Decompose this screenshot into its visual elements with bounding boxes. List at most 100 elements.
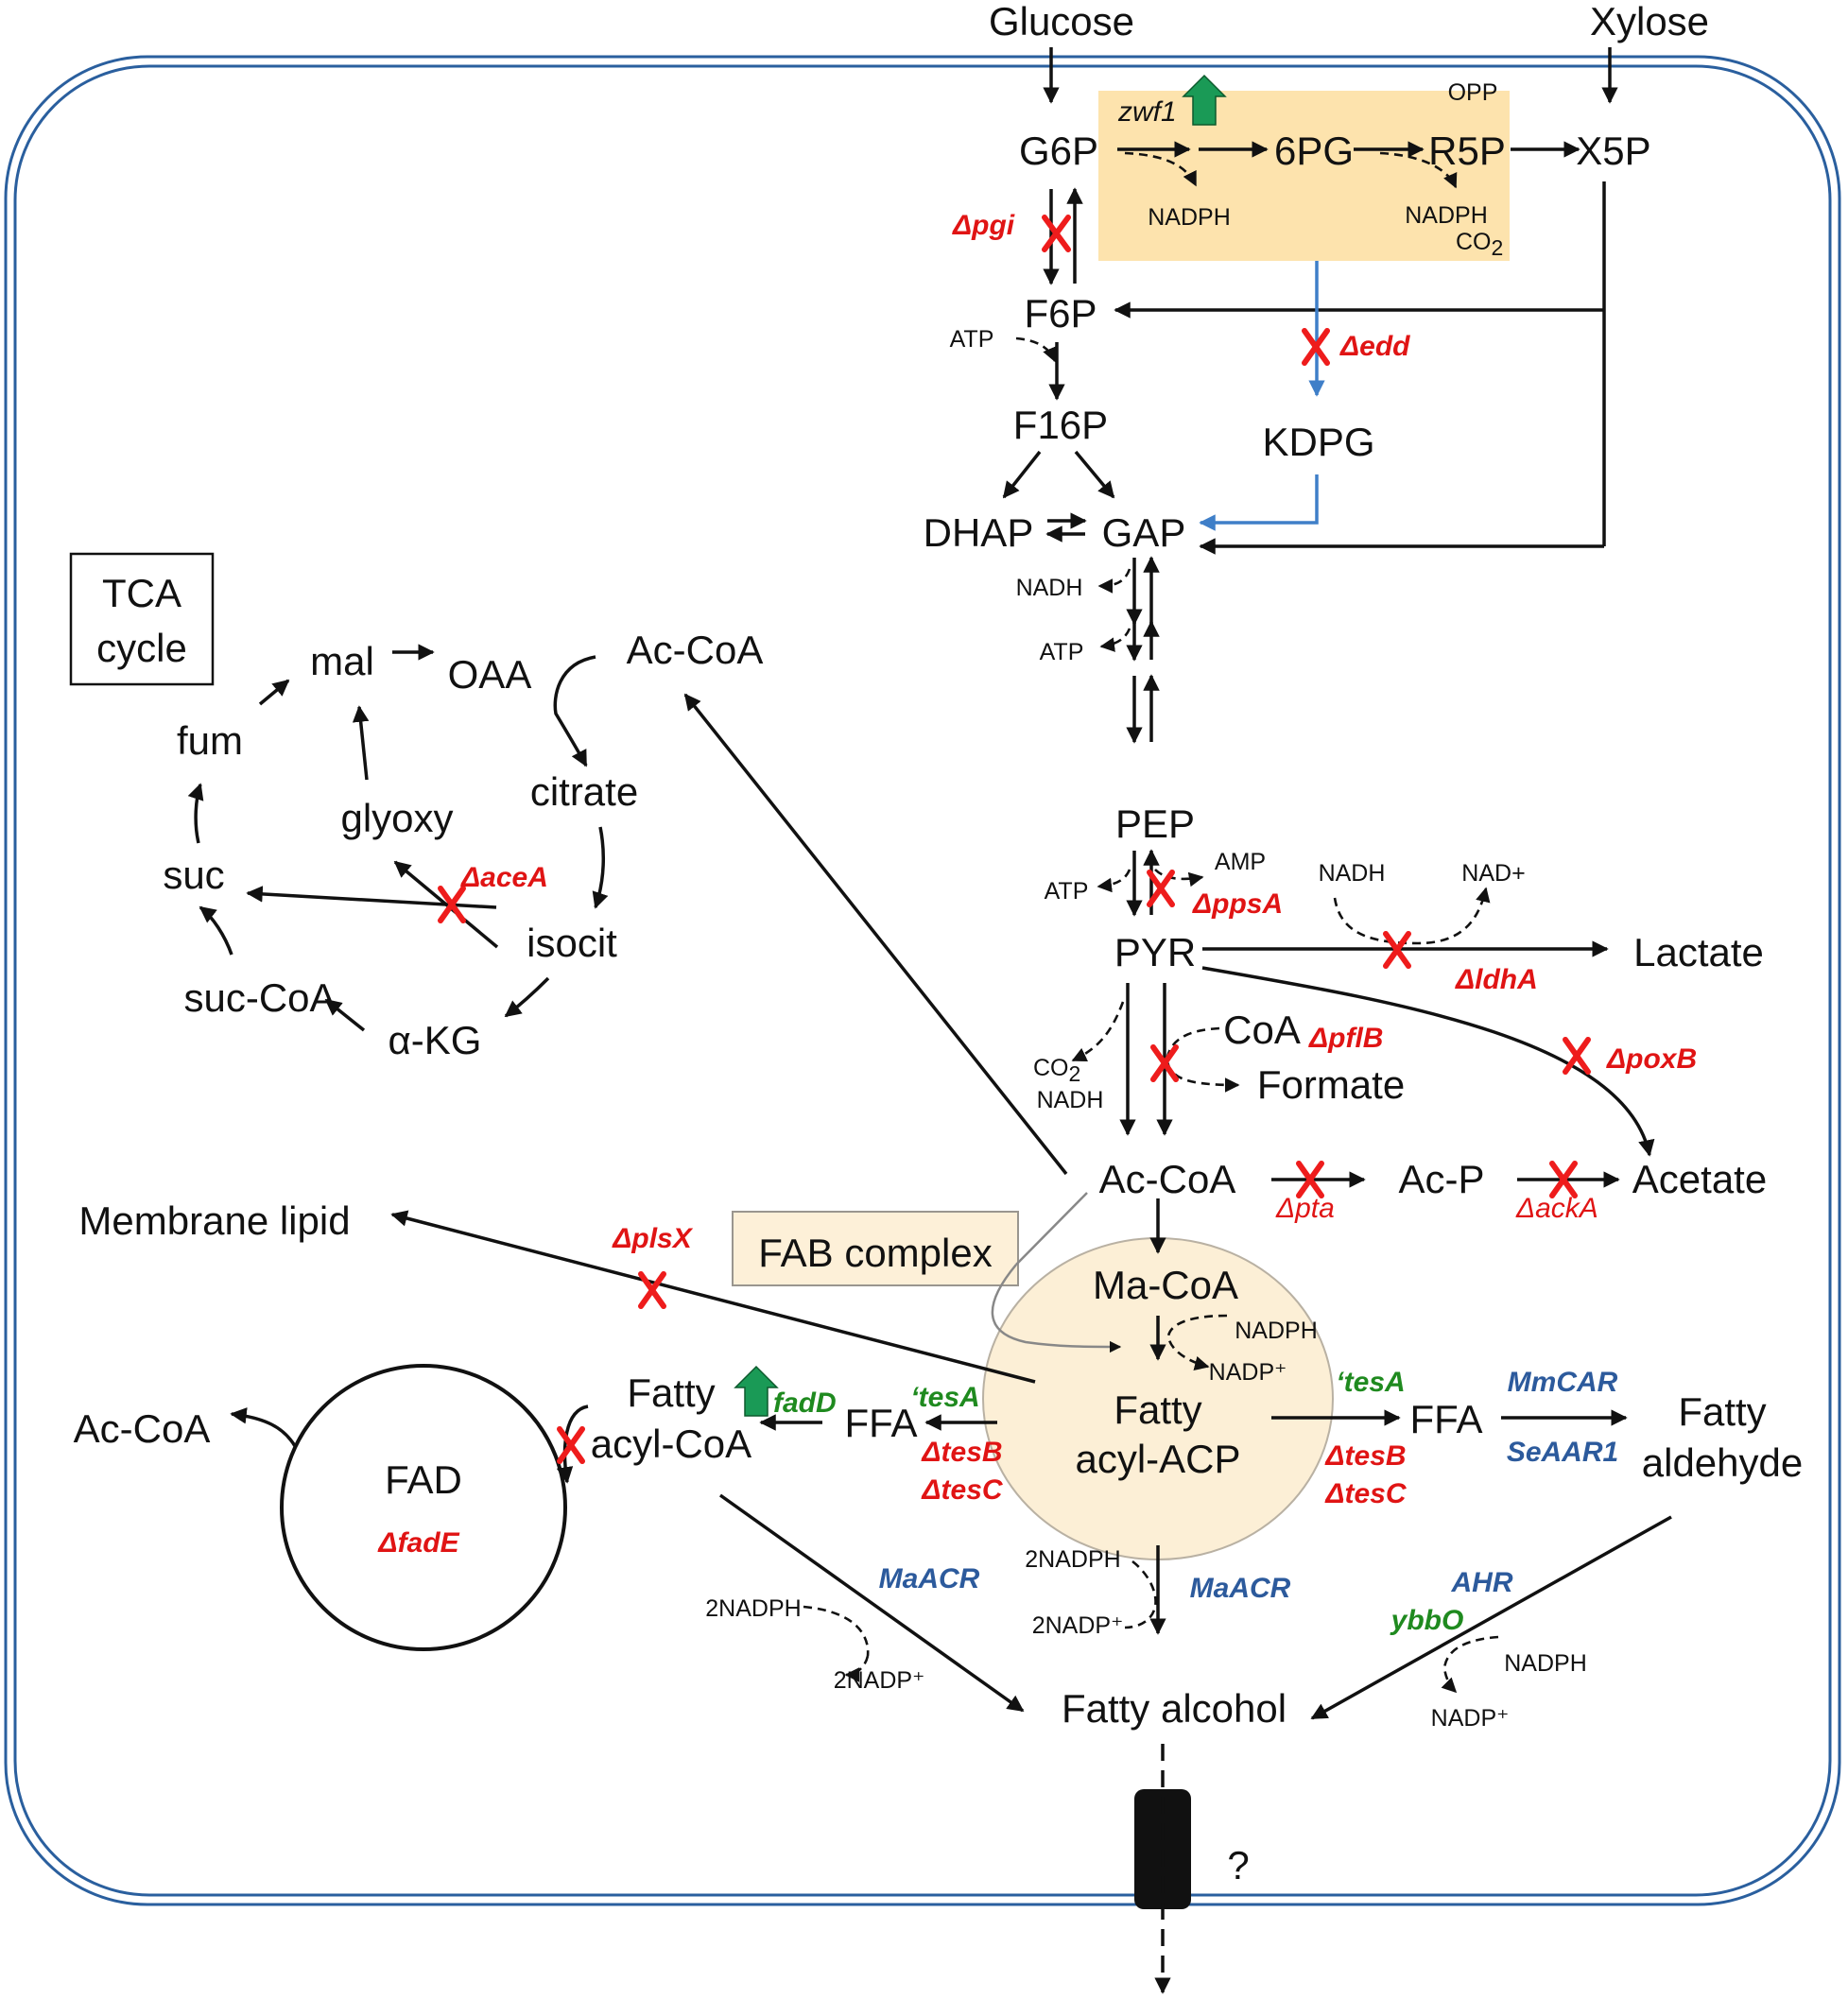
fatty-aldehyde-line1: Fatty (1678, 1389, 1766, 1434)
tca-title-line2: cycle (96, 626, 187, 670)
tca-accoa-label: Ac-CoA (627, 628, 764, 672)
nadph-c-label: NADPH (1504, 1650, 1587, 1677)
fab-complex-label-box (732, 1211, 1019, 1286)
co2-label-ppp: CO2 (1456, 229, 1503, 260)
fadE-route-x-icon (557, 1426, 585, 1464)
acp-label: Ac-P (1398, 1157, 1484, 1201)
g6p-label: G6P (1019, 129, 1098, 173)
zwf1-up-arrow-icon (1182, 74, 1227, 126)
fad-label: FAD (385, 1457, 462, 1502)
fad-cycle-circle (280, 1364, 567, 1651)
fab-complex-pointer (991, 1264, 1122, 1353)
fatty-aldehyde-line2: aldehyde (1642, 1440, 1803, 1485)
ldhA-x-icon (1383, 931, 1411, 969)
tca-title-box (69, 552, 215, 686)
mal-label: mal (310, 639, 374, 683)
tesB-right-knockout-label: ΔtesB (1324, 1440, 1406, 1472)
nadp-b-label: 2NADP⁺ (1032, 1612, 1124, 1639)
fab-complex-pointer-line (1015, 1192, 1088, 1266)
fadE-knockout-label: ΔfadE (377, 1527, 459, 1559)
edd-x-icon (1302, 328, 1330, 366)
ffa-left-label: FFA (844, 1401, 917, 1445)
pep-label: PEP (1115, 801, 1195, 846)
plsX-knockout-label: ΔplsX (612, 1223, 693, 1254)
coa-label: CoA (1223, 1008, 1301, 1052)
opp-label: OPP (1448, 79, 1498, 106)
r5p-label: R5P (1428, 129, 1506, 173)
glyoxy-label: glyoxy (340, 796, 453, 840)
knockout-marks (438, 215, 1591, 1464)
xylose-label: Xylose (1590, 0, 1709, 43)
ppsA-knockout-label: ΔppsA (1192, 888, 1283, 920)
akg-label: α-KG (389, 1018, 482, 1062)
ffa-right-label: FFA (1409, 1397, 1482, 1441)
nad-ldh-label: NAD+ (1461, 860, 1525, 887)
nadp-fab-label: NADP⁺ (1209, 1359, 1287, 1386)
edd-knockout-label: Δedd (1339, 331, 1410, 362)
ybbO-label: ybbO (1390, 1605, 1464, 1636)
nadh-pyr-label: NADH (1037, 1087, 1104, 1113)
opp-box (1098, 91, 1510, 261)
citrate-label: citrate (530, 769, 638, 814)
pta-knockout-label: Δpta (1275, 1193, 1335, 1224)
nadph-fab-label: NADPH (1235, 1318, 1318, 1344)
mmcar-label: MmCAR (1508, 1367, 1618, 1398)
glucose-label: Glucose (989, 0, 1134, 43)
nadh-glycolysis-label: NADH (1016, 575, 1083, 601)
pflB-knockout-label: ΔpflB (1308, 1023, 1383, 1054)
plsX-x-icon (638, 1271, 666, 1309)
solid-arrows (187, 47, 1672, 1720)
co2-pyr-label: CO2 (1033, 1055, 1080, 1086)
fum-label: fum (177, 718, 243, 763)
kdpg-label: KDPG (1262, 420, 1374, 464)
tesC-left-knockout-label: ΔtesC (921, 1474, 1004, 1506)
succoa-label: suc-CoA (183, 975, 336, 1020)
fatty-alcohol-label: Fatty alcohol (1062, 1686, 1287, 1731)
nadph-label-1: NADPH (1148, 204, 1231, 231)
tesA-left-label: ‘tesA (910, 1382, 979, 1413)
cell-membrane-inner (13, 64, 1832, 1897)
ed-pathway-arrows (1199, 261, 1325, 531)
ahr-label: AHR (1451, 1567, 1513, 1598)
seaar1-label: SeAAR1 (1507, 1437, 1618, 1468)
f16p-label: F16P (1013, 403, 1108, 447)
ldhA-knockout-label: ΔldhA (1455, 964, 1538, 995)
atp-f6p-label: ATP (950, 326, 994, 353)
suc-label: suc (163, 853, 224, 897)
tca-title-line1: TCA (102, 571, 181, 615)
pflB-x-icon (1150, 1044, 1179, 1082)
nadph-label-2: NADPH (1405, 202, 1488, 229)
f6p-label: F6P (1024, 291, 1097, 336)
transporter-question-label: ? (1227, 1843, 1249, 1887)
ppsA-x-icon (1147, 870, 1175, 907)
lactate-label: Lactate (1633, 930, 1764, 974)
fatty-acyl-acp-line2: acyl-ACP (1075, 1437, 1240, 1481)
tesB-left-knockout-label: ΔtesB (921, 1437, 1002, 1468)
fadD-up-arrow-icon (734, 1365, 779, 1417)
ackA-x-icon (1549, 1161, 1578, 1198)
x5p-label: X5P (1576, 129, 1650, 173)
fadD-label: fadD (773, 1387, 837, 1419)
oaa-label: OAA (448, 652, 532, 697)
atp-glycolysis-label: ATP (1040, 639, 1084, 665)
nadph-a-label: 2NADPH (705, 1595, 801, 1622)
tesC-right-knockout-label: ΔtesC (1324, 1478, 1408, 1509)
pgi-x-icon (1042, 215, 1071, 252)
nadp-c-label: NADP⁺ (1431, 1705, 1510, 1732)
gap-label: GAP (1102, 510, 1186, 555)
isocit-label: isocit (527, 921, 617, 965)
pta-x-icon (1296, 1161, 1324, 1198)
maacr-right-label: MaACR (1190, 1573, 1291, 1604)
transporter (1134, 1789, 1191, 1909)
dhap-label: DHAP (924, 510, 1034, 555)
accoa-fad-label: Ac-CoA (74, 1406, 211, 1451)
poxB-knockout-label: ΔpoxB (1606, 1043, 1697, 1075)
fatty-acylcoa-line2: acyl-CoA (591, 1422, 751, 1466)
aceA-knockout-label: ΔaceA (460, 862, 548, 893)
fab-complex-label: FAB complex (758, 1231, 992, 1275)
zwf1-label: zwf1 (1117, 96, 1177, 128)
6pg-label: 6PG (1274, 129, 1354, 173)
nadh-ldh-label: NADH (1319, 860, 1386, 887)
